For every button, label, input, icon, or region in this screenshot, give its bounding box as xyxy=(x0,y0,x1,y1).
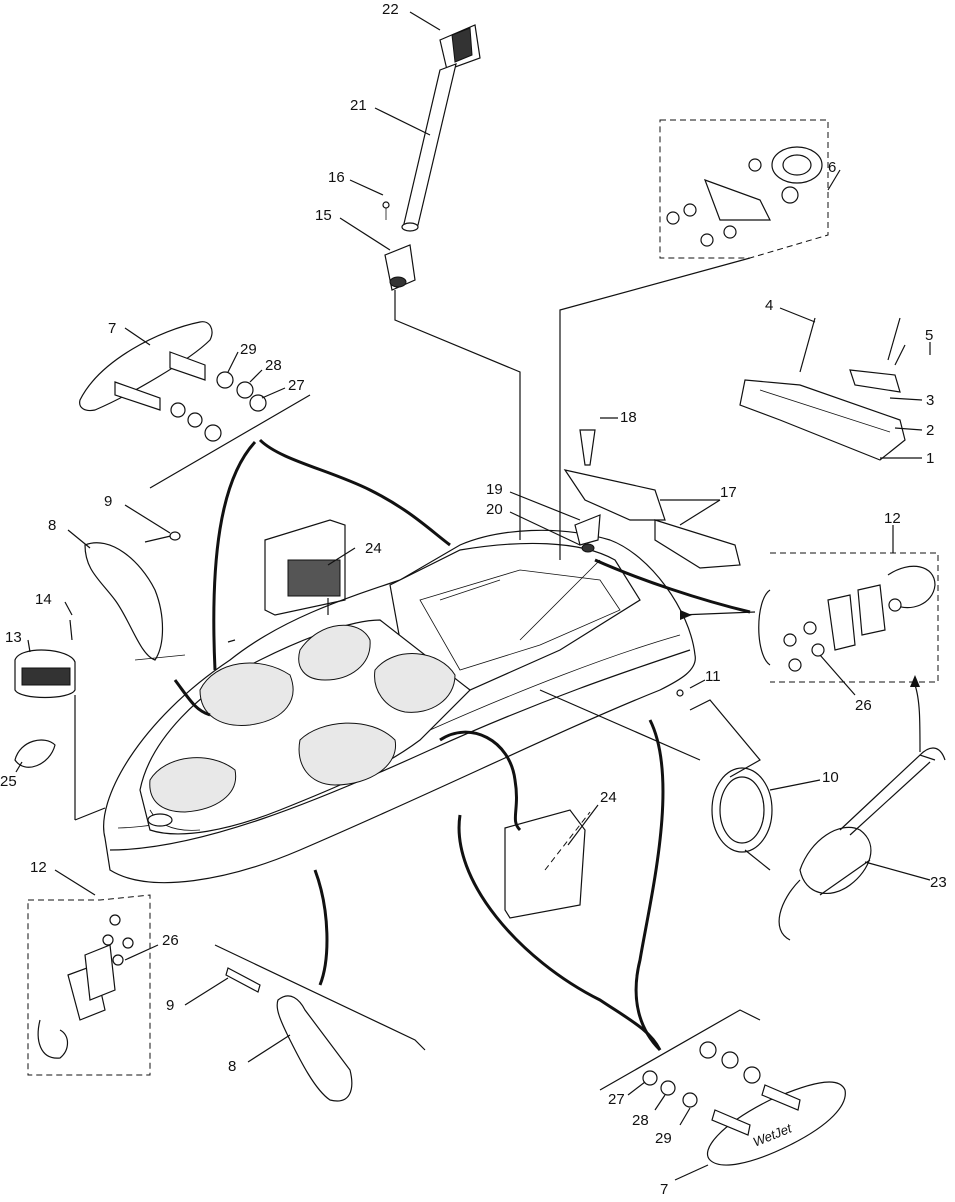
callout-15: 15 xyxy=(315,207,332,224)
callout-29-top: 29 xyxy=(240,341,257,358)
item-12-left xyxy=(27,894,151,1076)
callout-24-bottom: 24 xyxy=(600,789,617,806)
callout-18: 18 xyxy=(620,409,637,426)
callout-9-top: 9 xyxy=(104,493,112,510)
item-7-bottom: WetJet xyxy=(599,1009,846,1166)
callout-28-bottom: 28 xyxy=(632,1112,649,1129)
callout-28-top: 28 xyxy=(265,357,282,374)
item-1-5-bracket xyxy=(739,317,906,461)
callout-12-left: 12 xyxy=(30,859,47,876)
callout-27-bottom: 27 xyxy=(608,1091,625,1108)
callout-7-bottom: 7 xyxy=(660,1181,668,1197)
item-13-14-25 xyxy=(14,619,106,821)
item-21-22-pole xyxy=(401,24,481,232)
callout-4: 4 xyxy=(765,297,773,314)
callout-16: 16 xyxy=(328,169,345,186)
callout-27-top: 27 xyxy=(288,377,305,394)
callout-10: 10 xyxy=(822,769,839,786)
callout-2: 2 xyxy=(926,422,934,439)
callout-25: 25 xyxy=(0,773,17,790)
item-7-top xyxy=(79,321,311,489)
item-24-top xyxy=(264,519,346,616)
item-24-bottom xyxy=(504,809,591,919)
callout-1: 1 xyxy=(926,450,934,467)
callout-5: 5 xyxy=(925,327,933,344)
callout-26-left: 26 xyxy=(162,932,179,949)
callout-22: 22 xyxy=(382,1,399,18)
callout-29-bottom: 29 xyxy=(655,1130,672,1147)
callout-9-bottom: 9 xyxy=(166,997,174,1014)
callout-3: 3 xyxy=(926,392,934,409)
item-15-16-base xyxy=(382,201,416,291)
callout-11: 11 xyxy=(705,668,721,685)
callout-8-top: 8 xyxy=(48,517,56,534)
item-8-9-upper xyxy=(84,531,181,661)
boat-hull xyxy=(103,529,696,884)
callout-8-bottom: 8 xyxy=(228,1058,236,1075)
callout-17: 17 xyxy=(720,484,737,501)
callout-20: 20 xyxy=(486,501,503,518)
callout-14: 14 xyxy=(35,591,52,608)
item-8-9-lower xyxy=(214,944,426,1102)
callout-19: 19 xyxy=(486,481,503,498)
item-12-right xyxy=(758,552,939,683)
callout-23: 23 xyxy=(930,874,947,891)
callout-26-right: 26 xyxy=(855,697,872,714)
callout-13: 13 xyxy=(5,629,22,646)
callout-7-top: 7 xyxy=(108,320,116,337)
item-6-bracket xyxy=(559,119,829,560)
callout-24-top: 24 xyxy=(365,540,382,557)
item-10-11 xyxy=(676,689,773,871)
callout-21: 21 xyxy=(350,97,367,114)
item-17-plates xyxy=(563,429,741,569)
callout-6: 6 xyxy=(828,159,836,176)
callout-12-right: 12 xyxy=(884,510,901,527)
item-23-strap xyxy=(778,675,946,941)
